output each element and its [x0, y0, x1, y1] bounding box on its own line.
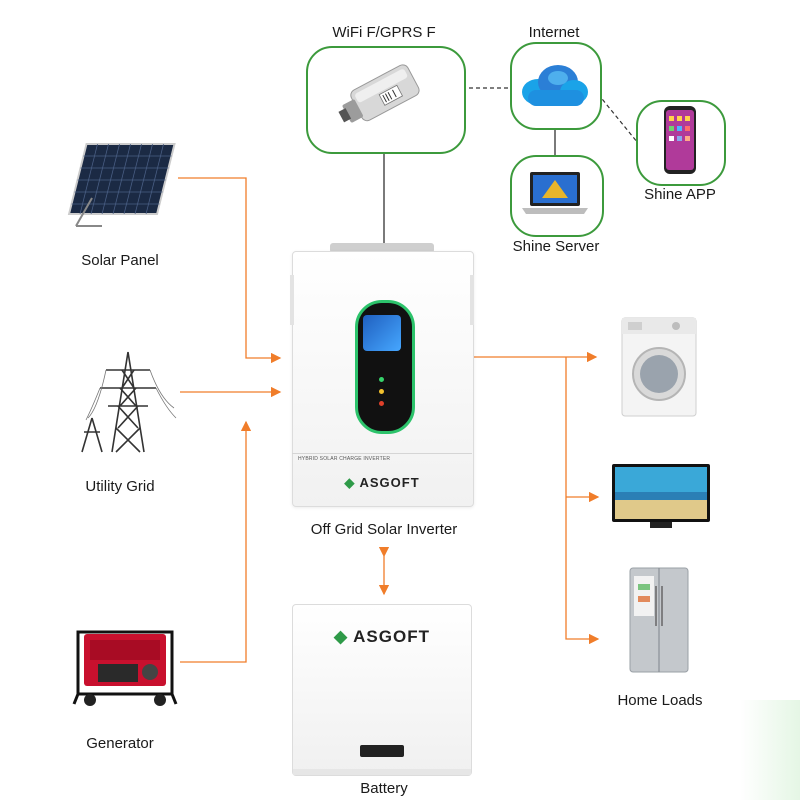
battery-brand-mark-icon: ◆ [333, 627, 349, 646]
home-loads-label: Home Loads [617, 692, 703, 709]
internet-app-link [597, 93, 643, 149]
generator-flow-line [180, 420, 252, 663]
battery-brand-name: ASGOFT [353, 627, 430, 646]
inverter-label: Off Grid Solar Inverter [310, 521, 458, 538]
solar-panel-label: Solar Panel [81, 252, 159, 269]
battery-base [293, 769, 471, 775]
solar-flow-line [178, 177, 282, 364]
laptop-icon [522, 172, 588, 214]
loads-flow-branch [565, 357, 600, 645]
inverter-brand-logo: ◆ ASGOFT [292, 475, 472, 491]
washing-machine-icon [621, 317, 697, 417]
battery-label: Battery [360, 780, 408, 797]
battery-indicator [360, 745, 404, 757]
inverter-divider [292, 453, 472, 454]
inverter-side-tab-right [470, 275, 474, 325]
inverter-screen [363, 315, 401, 351]
inverter-led-green [379, 377, 384, 382]
battery-device: ◆ ASGOFT [292, 604, 472, 776]
generator-icon [72, 630, 178, 706]
inverter-side-tab [290, 275, 294, 325]
generator-label: Generator [86, 735, 154, 752]
brand-mark-icon: ◆ [344, 475, 356, 490]
shine-app-label: Shine APP [644, 186, 716, 203]
shine-server-label: Shine Server [512, 238, 600, 255]
inverter-caption: HYBRID SOLAR CHARGE INVERTER [298, 456, 391, 462]
wifi-label: WiFi F/GPRS F [332, 24, 436, 41]
wifi-dongle-icon [338, 64, 420, 123]
television-icon [612, 464, 710, 528]
internet-label: Internet [528, 24, 580, 41]
phone-icon [664, 106, 696, 174]
cloud-icon [522, 65, 588, 106]
background-glow [740, 700, 800, 800]
inverter-brand-name: ASGOFT [359, 475, 420, 490]
inverter-bracket [330, 243, 434, 253]
utility-tower-icon [81, 351, 177, 453]
inverter-led-red [379, 401, 384, 406]
inverter-device: HYBRID SOLAR CHARGE INVERTER ◆ ASGOFT [290, 243, 474, 507]
inverter-led-yellow [379, 389, 384, 394]
utility-grid-label: Utility Grid [85, 478, 155, 495]
solar-panel-icon [67, 143, 176, 227]
battery-brand-logo: ◆ ASGOFT [293, 627, 471, 647]
refrigerator-icon [629, 567, 689, 673]
